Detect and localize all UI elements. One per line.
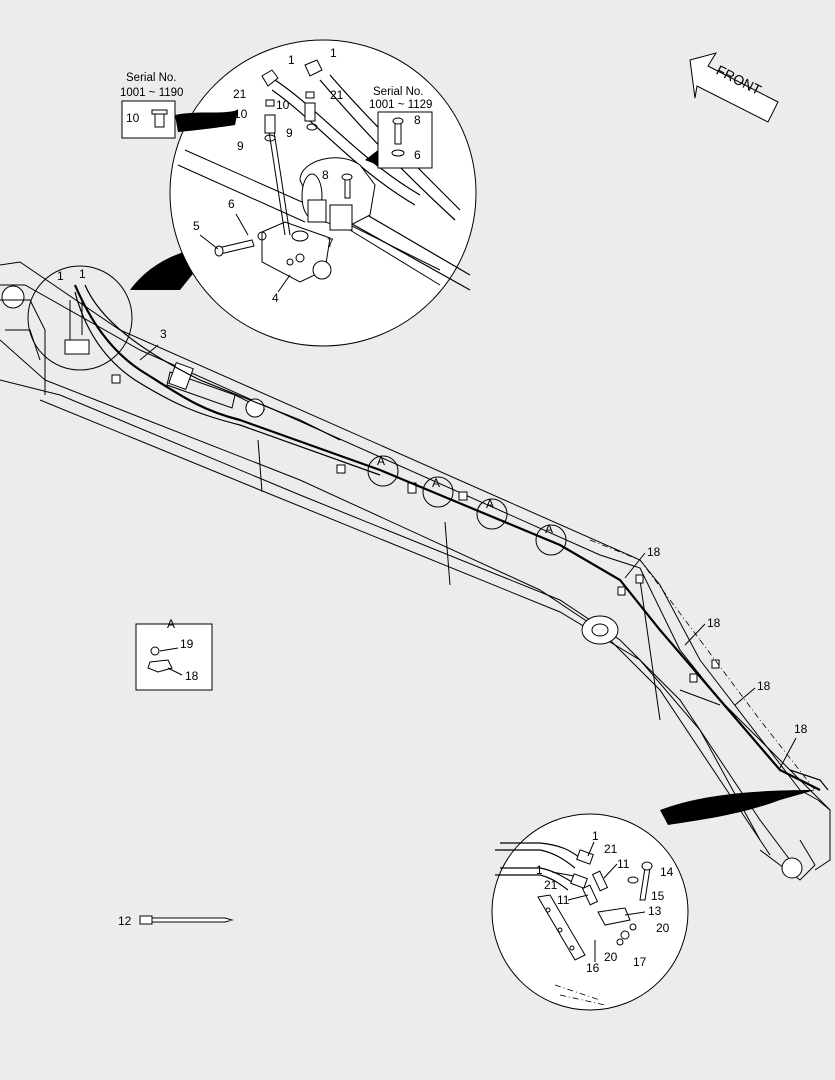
serial-box-left: Serial No. 1001 ~ 1190 10 [120,72,238,139]
top-label-21b: 21 [330,88,344,102]
bottom-label-1b: 1 [536,863,543,877]
label-1b: 1 [79,267,86,281]
serial-right-line2: 1001 ~ 1129 [369,99,432,111]
callout-a-3: A [486,497,494,511]
top-label-1a: 1 [288,53,295,67]
label-1a: 1 [57,269,64,283]
bottom-label-15: 15 [651,889,665,903]
callout-a-2: A [432,476,440,490]
bottom-label-1a: 1 [592,829,599,843]
front-arrow: FRONT [689,52,779,123]
bottom-label-20b: 20 [604,950,618,964]
top-label-5: 5 [193,219,200,233]
serial-left-line2: 1001 ~ 1190 [120,87,183,99]
bottom-detail-view: 1 21 11 14 1 21 15 11 13 20 16 20 17 [491,790,815,1011]
serial-box-right: Serial No. 1001 ~ 1129 8 6 [365,86,433,169]
top-label-10b: 10 [276,98,290,112]
bottom-label-21b: 21 [544,878,558,892]
serial-left-line1: Serial No. [126,72,177,84]
bottom-label-20a: 20 [656,921,670,935]
top-label-21a: 21 [233,87,247,101]
bottom-label-14: 14 [660,865,674,879]
callout-a-markers: A A A A [367,454,567,556]
serial-right-part-b: 6 [414,148,421,162]
bottom-label-13: 13 [648,904,662,918]
bottom-label-16: 16 [586,961,600,975]
top-label-9b: 9 [286,126,293,140]
boom-pin-boss [581,615,619,645]
detail-a-part-b: 18 [185,669,199,683]
label-18-c: 18 [757,679,771,693]
top-detail-view: 1 1 21 21 10 10 9 9 8 6 5 7 4 [130,39,477,347]
detail-a-box: A 19 18 [135,617,213,691]
detail-a-title: A [167,617,175,631]
callout-a-1: A [377,454,385,468]
label-3: 3 [160,327,167,341]
cable-tie: 12 [118,914,234,928]
serial-right-line1: Serial No. [373,86,424,98]
boom-structure [0,261,831,881]
callout-a-4: A [545,522,553,536]
detail-a-part-a: 19 [180,637,194,651]
top-label-8: 8 [322,168,329,182]
boom-end-pin [781,857,803,879]
label-18-d: 18 [794,722,808,736]
bottom-label-11a: 11 [617,857,630,871]
label-18-b: 18 [707,616,721,630]
serial-left-part: 10 [126,111,140,125]
top-label-6: 6 [228,197,235,211]
hose-bundle [73,284,829,791]
top-label-1b: 1 [330,46,337,60]
cable-tie-label: 12 [118,914,132,928]
top-label-9a: 9 [237,139,244,153]
boom-foot-pin [1,285,25,309]
foot-detail-circle [27,265,133,371]
boom-labels: 1 1 3 18 18 18 18 [57,267,808,769]
serial-right-part-a: 8 [414,113,421,127]
bottom-label-11b: 11 [557,893,570,907]
bottom-label-21a: 21 [604,842,618,856]
bottom-label-17: 17 [633,955,647,969]
top-label-7: 7 [327,236,334,250]
label-18-a: 18 [647,545,661,559]
top-label-4: 4 [272,291,279,305]
